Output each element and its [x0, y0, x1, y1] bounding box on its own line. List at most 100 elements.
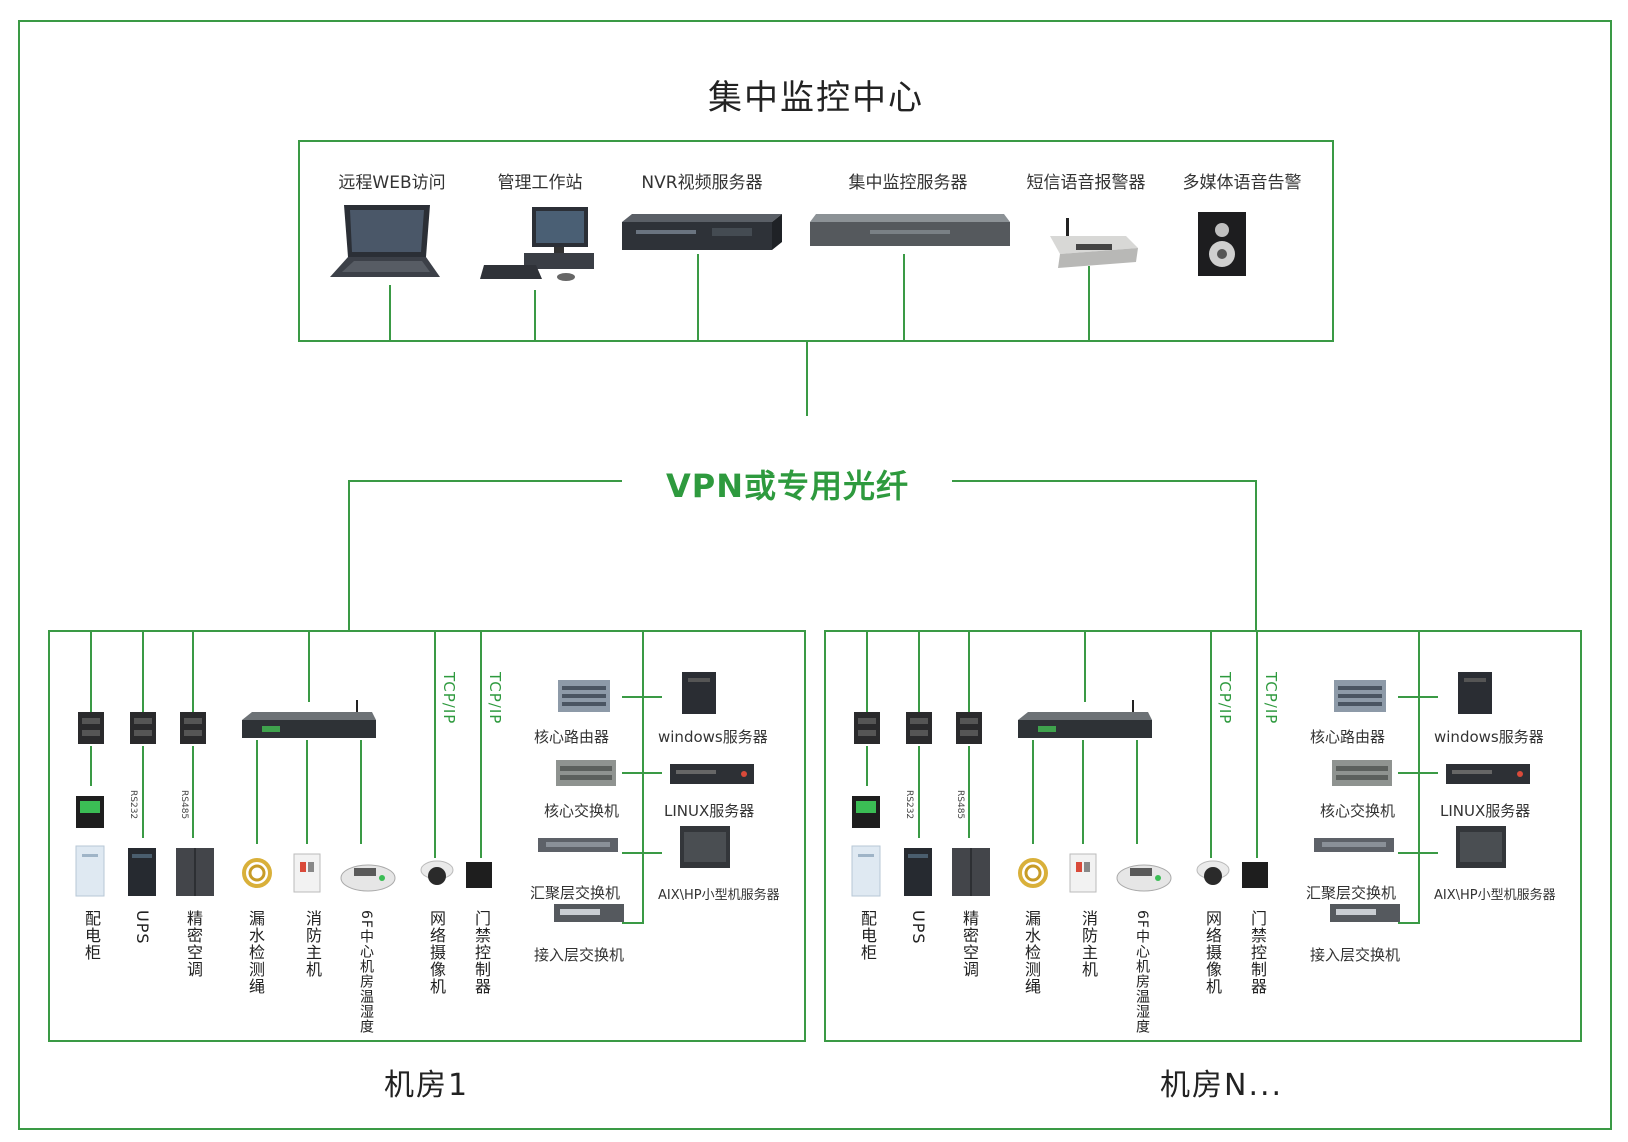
- r1-drop-ac: [192, 630, 194, 712]
- r1-th-sensor-icon: [340, 864, 396, 892]
- r1-drop-door: [480, 630, 482, 858]
- r1-label-core-switch: 核心交换机: [544, 802, 620, 820]
- rn-tap-agg: [1398, 852, 1438, 854]
- rn-leak-rope-icon: [1018, 858, 1048, 888]
- r1-camera-icon: [420, 860, 454, 885]
- rn-label-core-router: 核心路由器: [1310, 728, 1386, 746]
- r1-tap-router: [622, 696, 662, 698]
- r1-linux-server-icon: [670, 764, 754, 784]
- rn-drop-camera: [1210, 630, 1212, 858]
- link-workstation: [534, 290, 536, 341]
- rn-core-router-icon: [1334, 680, 1386, 712]
- room-title-n: 机房N...: [1160, 1068, 1284, 1103]
- rn-bus-net: [1418, 630, 1420, 924]
- r1-link-pdu: [90, 746, 92, 786]
- rn-tap-core: [1398, 772, 1438, 774]
- r1-label-fire: 消防主机: [303, 910, 322, 978]
- r1-monitor-host-icon: [242, 700, 376, 738]
- r1-label-core-router: 核心路由器: [534, 728, 610, 746]
- rn-link-pdu: [866, 746, 868, 786]
- r1-rs485-label: RS485: [179, 790, 189, 820]
- r1-agg-switch-icon: [538, 838, 618, 852]
- r1-link-th: [360, 740, 362, 844]
- r1-label-access-switch: 接入层交换机: [534, 946, 625, 964]
- r1-tcp-label-2: TCP/IP: [486, 672, 504, 725]
- rn-fire-host-icon: [1069, 853, 1097, 893]
- rn-label-camera: 网络摄像机: [1203, 910, 1222, 995]
- r1-link-ac: [192, 746, 194, 838]
- laptop-icon: [330, 205, 440, 277]
- r1-drop-pdu: [90, 630, 92, 712]
- vpn-label: VPN或专用光纤: [666, 467, 910, 505]
- room-title-1: 机房1: [384, 1068, 470, 1103]
- vpn-line-right: [952, 480, 1257, 482]
- r1-label-camera: 网络摄像机: [427, 910, 446, 995]
- r1-label-door: 门禁控制器: [472, 910, 491, 995]
- r1-label-aix-server: AIX\HP小型机服务器: [658, 888, 780, 903]
- r1-link-ups: [142, 746, 144, 838]
- r1-label-pdu: 配电柜: [82, 910, 101, 961]
- rn-drop-ups: [918, 630, 920, 712]
- link-monitor-server: [903, 254, 905, 341]
- rn-label-leak: 漏水检测绳: [1022, 910, 1041, 995]
- desktop-pc-icon: [480, 207, 594, 281]
- r1-link-leak: [256, 740, 258, 844]
- rn-link-leak: [1032, 740, 1034, 844]
- rn-tcp-label-1: TCP/IP: [1216, 672, 1234, 725]
- rn-label-pdu: 配电柜: [858, 910, 877, 961]
- link-nvr: [697, 254, 699, 341]
- r1-label-windows-server: windows服务器: [658, 728, 768, 746]
- vpn-line-left: [348, 480, 622, 482]
- device-label-workstation: 管理工作站: [497, 173, 583, 193]
- r1-label-ac: 精密空调: [184, 910, 203, 978]
- r1-door-controller-icon: [466, 862, 492, 888]
- r1-label-linux-server: LINUX服务器: [664, 802, 755, 820]
- rn-label-ups: UPS: [909, 910, 928, 945]
- link-web: [389, 285, 391, 341]
- link-sms: [1088, 266, 1090, 341]
- r1-rs232-label: RS232: [128, 790, 138, 820]
- r1-core-router-icon: [558, 680, 610, 712]
- room-box-n: [824, 630, 1582, 1042]
- r1-aix-server-icon: [680, 826, 730, 868]
- r1-converter-2-icon: [130, 712, 156, 744]
- rn-label-fire: 消防主机: [1079, 910, 1098, 978]
- device-label-speaker: 多媒体语音告警: [1182, 173, 1302, 193]
- rn-ups-icon: [904, 848, 932, 896]
- r1-ups-icon: [128, 848, 156, 896]
- r1-leak-rope-icon: [242, 858, 272, 888]
- device-label-sms-alarm: 短信语音报警器: [1026, 173, 1146, 193]
- rn-label-agg-switch: 汇聚层交换机: [1306, 884, 1397, 902]
- r1-windows-server-icon: [682, 672, 716, 714]
- r1-meter-icon: [76, 796, 104, 828]
- rn-label-linux-server: LINUX服务器: [1440, 802, 1531, 820]
- nvr-icon: [622, 214, 782, 250]
- r1-drop-host: [308, 630, 310, 702]
- rn-converter-1-icon: [854, 712, 880, 744]
- center-uplink: [806, 342, 808, 416]
- rn-drop-host: [1084, 630, 1086, 702]
- r1-tap-agg: [622, 852, 662, 854]
- rn-access-switch-icon: [1330, 904, 1400, 922]
- rn-meter-icon: [852, 796, 880, 828]
- vpn-drop-roomN: [1255, 480, 1257, 632]
- r1-fire-host-icon: [293, 853, 321, 893]
- rn-tcp-label-2: TCP/IP: [1262, 672, 1280, 725]
- rn-th-sensor-icon: [1116, 864, 1172, 892]
- rn-label-core-switch: 核心交换机: [1320, 802, 1396, 820]
- outer-frame: [18, 20, 1612, 1130]
- r1-label-ups: UPS: [133, 910, 152, 945]
- center-box: [298, 140, 1334, 342]
- rn-link-th: [1136, 740, 1138, 844]
- r1-drop-ups: [142, 630, 144, 712]
- r1-converter-1-icon: [78, 712, 104, 744]
- rn-drop-door: [1256, 630, 1258, 858]
- rn-converter-2-icon: [906, 712, 932, 744]
- speaker-icon: [1198, 212, 1246, 276]
- r1-tap-access: [622, 922, 642, 924]
- r1-tap-core: [622, 772, 662, 774]
- rn-linux-server-icon: [1446, 764, 1530, 784]
- rn-link-ups: [918, 746, 920, 838]
- r1-core-switch-icon: [556, 760, 616, 786]
- r1-access-switch-icon: [554, 904, 624, 922]
